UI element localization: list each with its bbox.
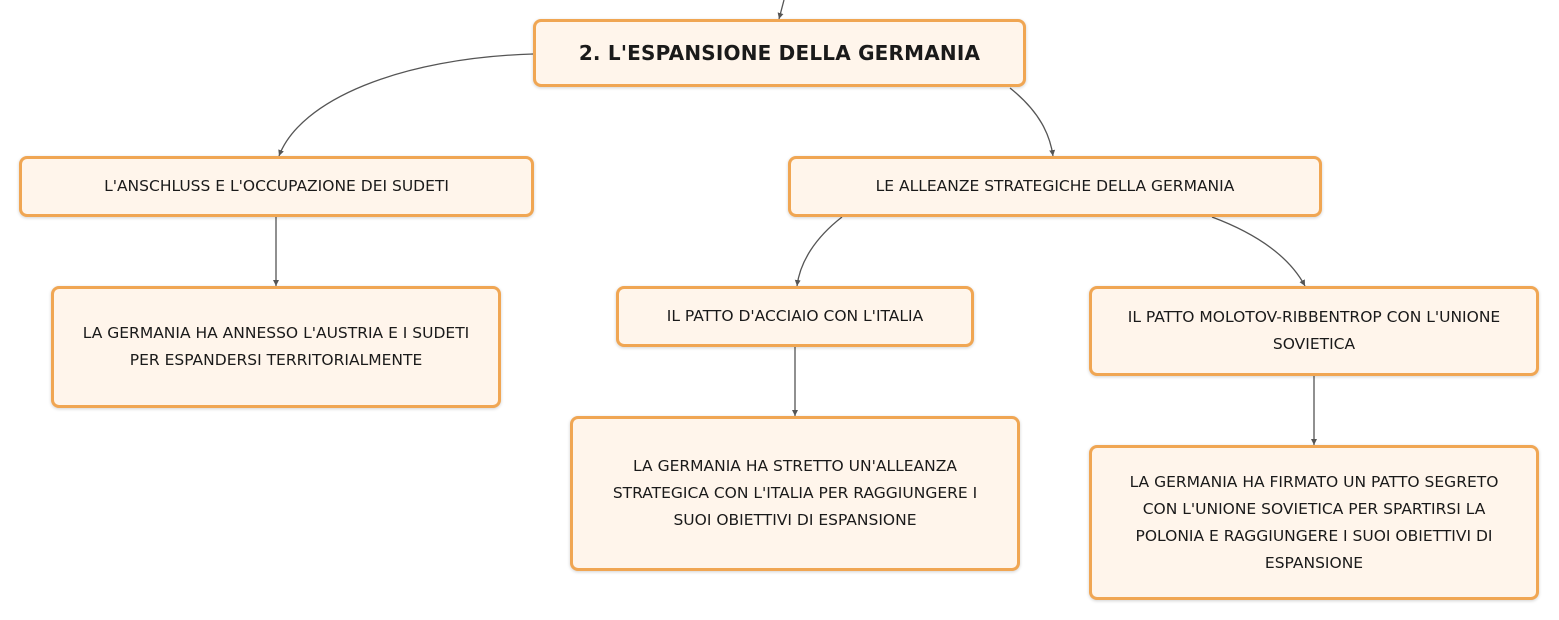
- node-root-espansione-germania[interactable]: 2. L'ESPANSIONE DELLA GERMANIA: [533, 19, 1026, 87]
- node-label: 2. L'ESPANSIONE DELLA GERMANIA: [578, 40, 981, 65]
- node-anschluss-description[interactable]: LA GERMANIA HA ANNESSO L'AUSTRIA E I SUD…: [51, 286, 501, 408]
- node-patto-molotov-ribbentrop[interactable]: IL PATTO MOLOTOV-RIBBENTROP CON L'UNIONE…: [1089, 286, 1539, 376]
- node-molotov-description[interactable]: LA GERMANIA HA FIRMATO UN PATTO SEGRETO …: [1089, 445, 1539, 600]
- node-label: LA GERMANIA HA FIRMATO UN PATTO SEGRETO …: [1129, 472, 1499, 572]
- node-label: LE ALLEANZE STRATEGICHE DELLA GERMANIA: [875, 177, 1235, 195]
- node-patto-acciaio[interactable]: IL PATTO D'ACCIAIO CON L'ITALIA: [616, 286, 974, 347]
- node-anschluss-sudeti[interactable]: L'ANSCHLUSS E L'OCCUPAZIONE DEI SUDETI: [19, 156, 534, 217]
- node-alleanze-strategiche[interactable]: LE ALLEANZE STRATEGICHE DELLA GERMANIA: [788, 156, 1322, 217]
- link-parent-to-root: [777, 0, 785, 20]
- node-label: LA GERMANIA HA STRETTO UN'ALLEANZA STRAT…: [612, 457, 978, 529]
- node-label: LA GERMANIA HA ANNESSO L'AUSTRIA E I SUD…: [82, 324, 470, 369]
- link-root-to-anschluss: [278, 53, 534, 157]
- node-acciaio-description[interactable]: LA GERMANIA HA STRETTO UN'ALLEANZA STRAT…: [570, 416, 1020, 571]
- node-label: IL PATTO D'ACCIAIO CON L'ITALIA: [666, 307, 924, 325]
- link-root-to-alleanze: [1009, 87, 1056, 157]
- node-label: L'ANSCHLUSS E L'OCCUPAZIONE DEI SUDETI: [104, 177, 449, 195]
- node-label: IL PATTO MOLOTOV-RIBBENTROP CON L'UNIONE…: [1127, 308, 1501, 353]
- link-alleanze-to-acciaio: [794, 216, 843, 287]
- link-alleanze-to-molotov: [1211, 216, 1306, 287]
